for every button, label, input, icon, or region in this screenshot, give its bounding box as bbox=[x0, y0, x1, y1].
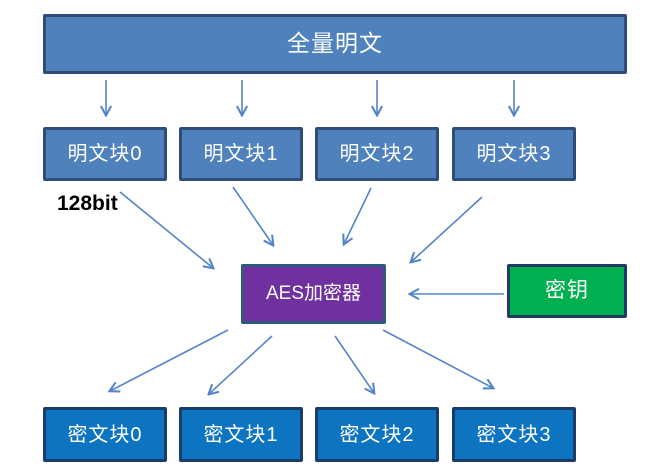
node-cipher-block-2: 密文块2 bbox=[315, 407, 439, 462]
node-cipher-block-0: 密文块0 bbox=[43, 407, 167, 462]
arrow-diverge-0 bbox=[110, 329, 229, 391]
node-plaintext-block-3: 明文块3 bbox=[452, 127, 576, 181]
arrow-converge-0 bbox=[119, 191, 213, 268]
node-plaintext-block-1: 明文块1 bbox=[179, 127, 303, 181]
node-key: 密钥 bbox=[507, 264, 627, 318]
arrow-converge-2 bbox=[344, 187, 372, 244]
node-plaintext-block-0: 明文块0 bbox=[43, 127, 167, 181]
arrow-diverge-1 bbox=[209, 335, 273, 394]
node-plaintext-block-2: 明文块2 bbox=[315, 127, 439, 181]
arrow-converge-1 bbox=[232, 186, 273, 245]
arrow-diverge-2 bbox=[334, 335, 374, 393]
node-cipher-block-1: 密文块1 bbox=[179, 407, 303, 462]
node-full-plaintext: 全量明文 bbox=[43, 14, 627, 74]
node-cipher-block-3: 密文块3 bbox=[452, 407, 576, 462]
arrow-converge-3 bbox=[411, 196, 483, 262]
node-aes-encryptor: AES加密器 bbox=[241, 264, 386, 324]
block-size-label: 128bit bbox=[57, 192, 118, 215]
arrow-diverge-3 bbox=[382, 329, 493, 388]
